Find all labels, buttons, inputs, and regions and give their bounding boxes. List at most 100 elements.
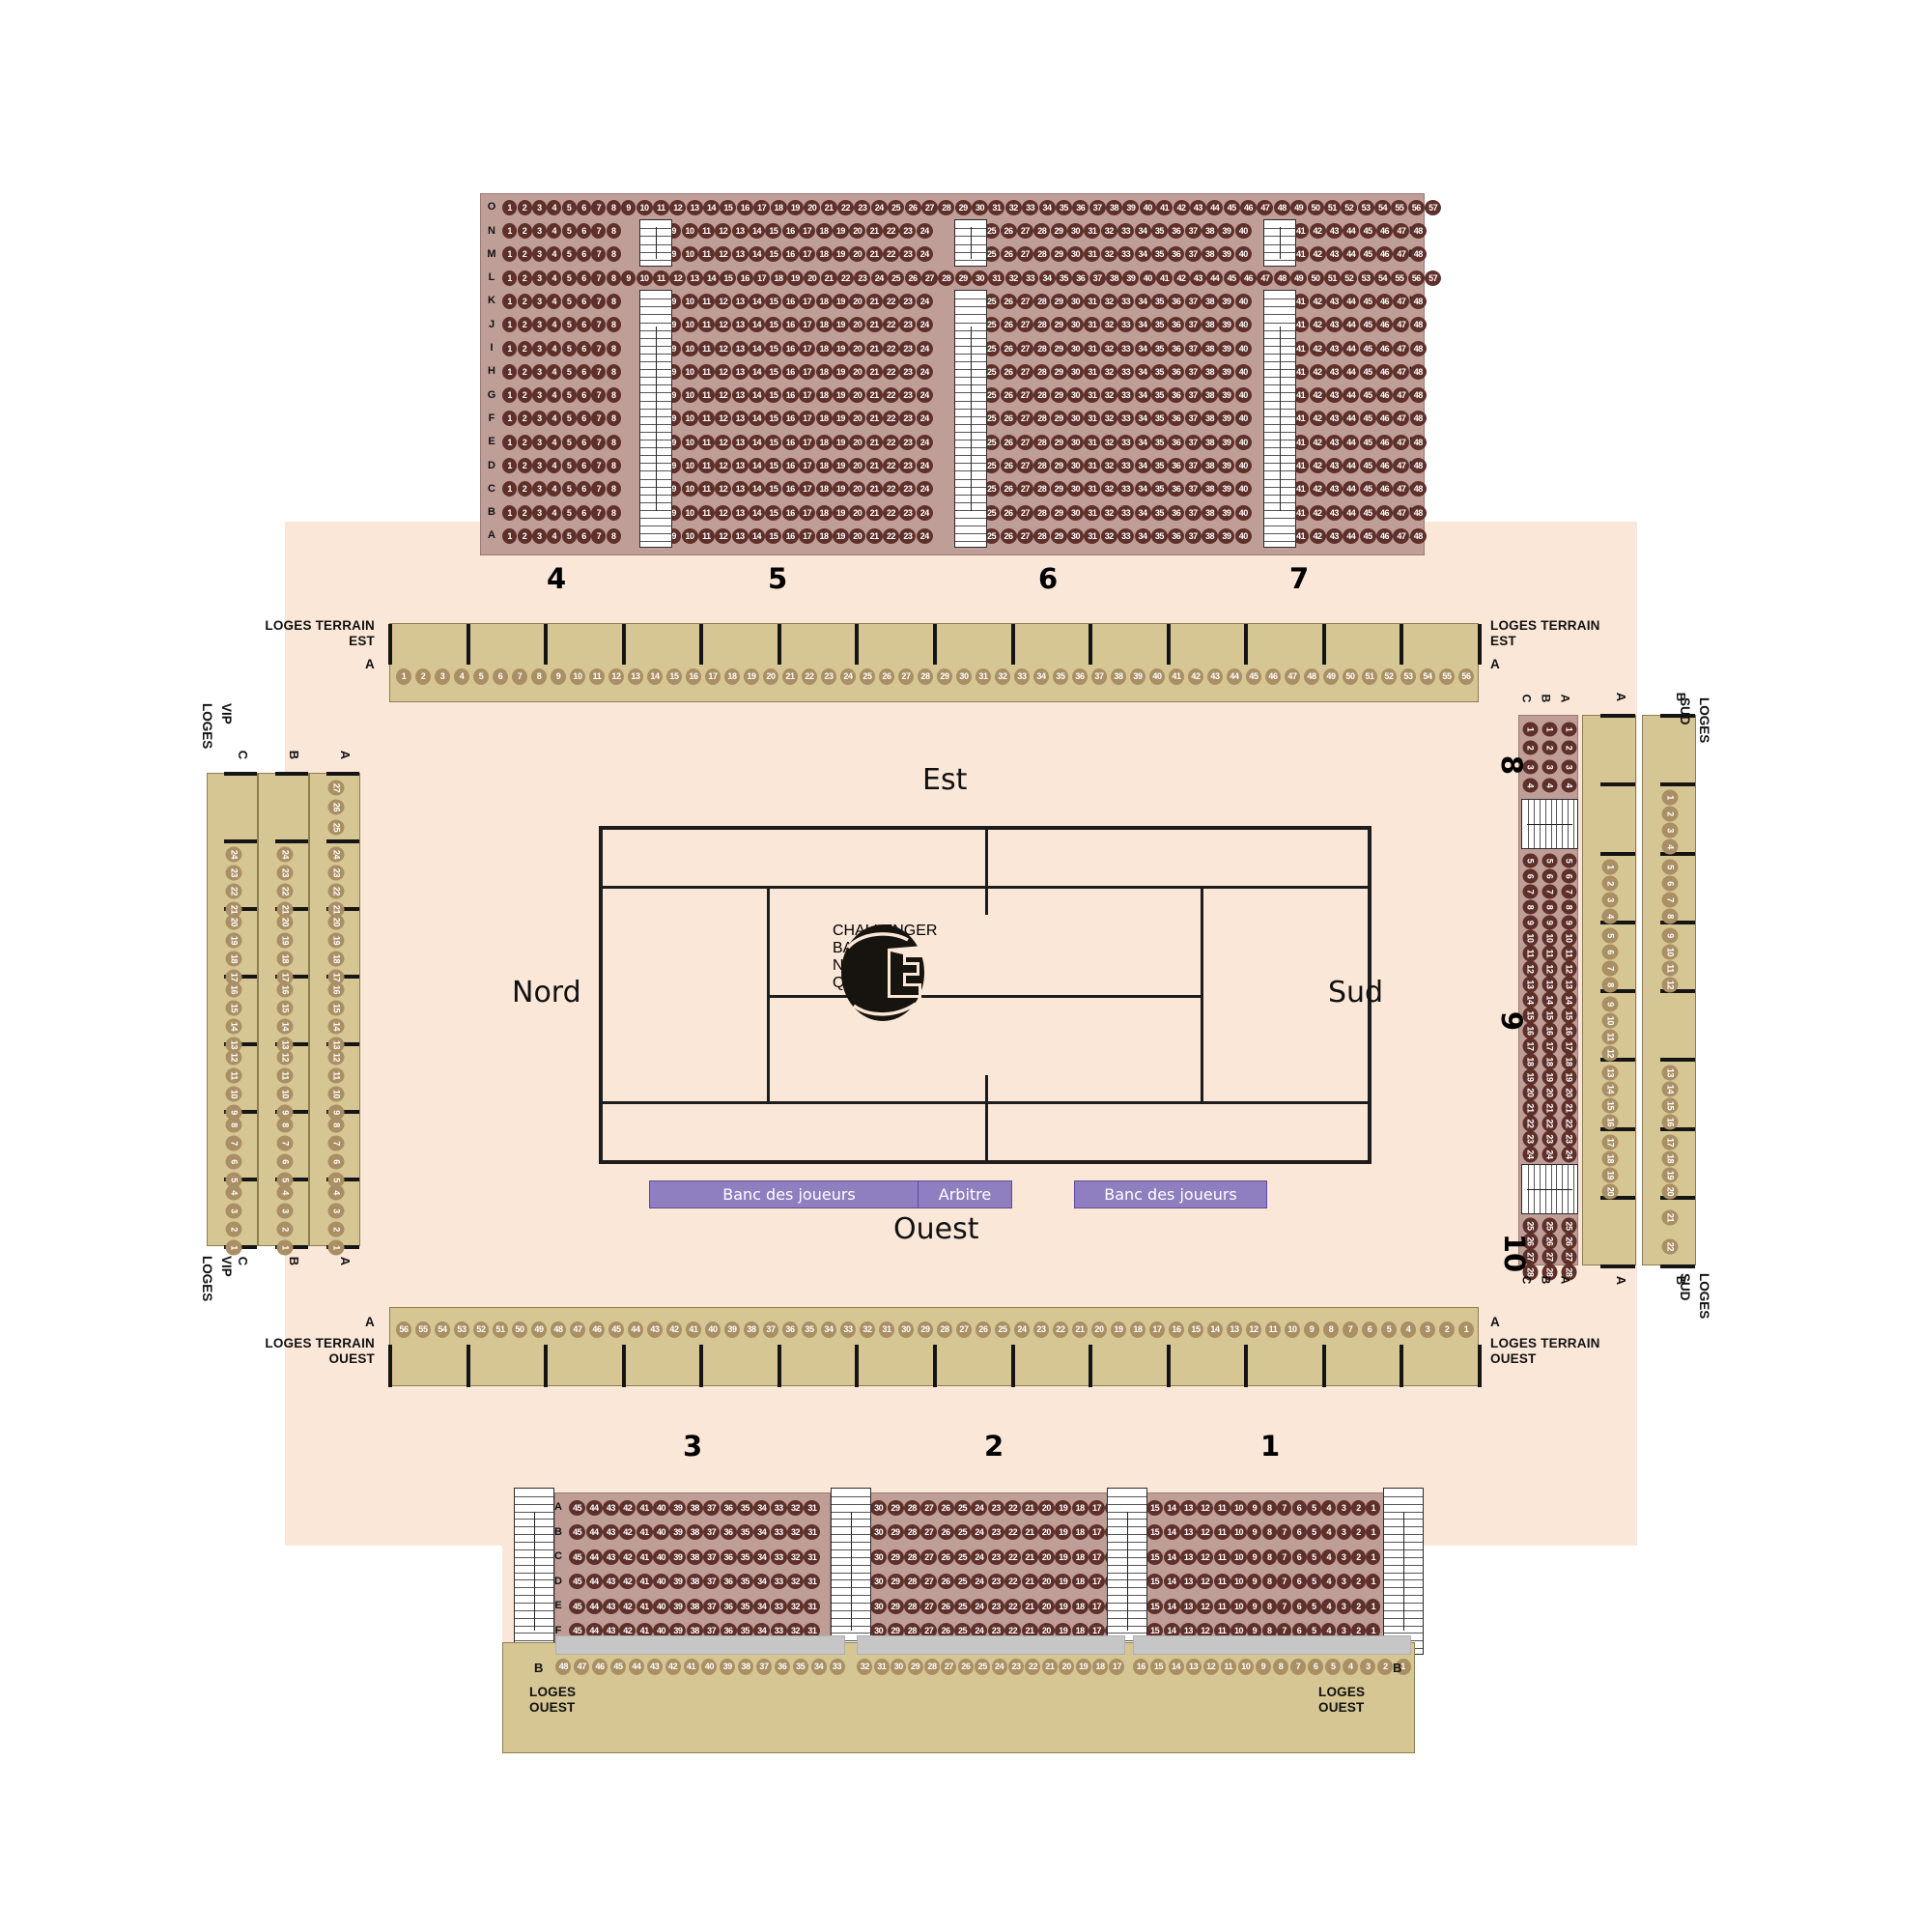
loge-seat[interactable]: 6 bbox=[1601, 944, 1619, 960]
loge-seat[interactable]: 34 bbox=[821, 1321, 836, 1338]
loge-seat[interactable]: 11 bbox=[225, 1067, 241, 1084]
loge-seat[interactable]: 11 bbox=[1601, 1029, 1619, 1045]
seat[interactable]: 21 bbox=[1021, 1548, 1038, 1565]
seat[interactable]: 36 bbox=[1168, 387, 1185, 404]
seat[interactable]: 3 bbox=[1336, 1524, 1351, 1541]
seat[interactable]: 32 bbox=[1100, 363, 1117, 380]
seat[interactable]: 29 bbox=[1050, 340, 1067, 356]
loge-seat[interactable]: 56 bbox=[396, 1321, 411, 1338]
seat[interactable]: 11 bbox=[652, 199, 669, 215]
seat[interactable]: 8 bbox=[1261, 1524, 1277, 1541]
seat[interactable]: 14 bbox=[749, 293, 766, 309]
loge-seat[interactable]: 42 bbox=[1188, 668, 1203, 685]
loge-seat[interactable]: 26 bbox=[957, 1659, 974, 1675]
loge-seat[interactable]: 13 bbox=[628, 668, 643, 685]
loge-seat[interactable]: 5 bbox=[276, 1172, 293, 1188]
seat[interactable]: 19 bbox=[1055, 1548, 1072, 1565]
seat[interactable]: 30 bbox=[870, 1548, 888, 1565]
loge-seat[interactable]: 35 bbox=[1053, 668, 1068, 685]
seat[interactable]: 39 bbox=[669, 1574, 687, 1590]
seat[interactable]: 7 bbox=[1277, 1598, 1292, 1614]
seat[interactable]: 40 bbox=[653, 1623, 670, 1639]
seat[interactable]: 3 bbox=[531, 246, 547, 263]
seat[interactable]: 20 bbox=[849, 293, 866, 309]
seat[interactable]: 38 bbox=[1202, 317, 1219, 333]
seat[interactable]: 22 bbox=[1004, 1548, 1022, 1565]
loge-seat[interactable]: 17 bbox=[225, 969, 241, 985]
seat[interactable]: 33 bbox=[1117, 481, 1135, 497]
seat[interactable]: 5 bbox=[561, 527, 577, 544]
seat[interactable]: 32 bbox=[1100, 223, 1117, 240]
seat[interactable]: 22 bbox=[1004, 1598, 1022, 1614]
loge-seat[interactable]: 39 bbox=[720, 1659, 736, 1675]
seat[interactable]: 30 bbox=[1067, 340, 1085, 356]
seat[interactable]: 11 bbox=[652, 270, 669, 286]
seat[interactable]: 1 bbox=[502, 340, 518, 356]
seat[interactable]: 22 bbox=[883, 317, 900, 333]
seat[interactable]: 19 bbox=[832, 363, 849, 380]
seat[interactable]: 7 bbox=[1277, 1548, 1292, 1565]
seat[interactable]: 20 bbox=[849, 458, 866, 474]
seat[interactable]: 24 bbox=[916, 363, 933, 380]
loge-seat[interactable]: 54 bbox=[435, 1321, 450, 1338]
seat[interactable]: 46 bbox=[1376, 504, 1394, 521]
seat[interactable]: 4 bbox=[547, 223, 562, 240]
seat[interactable]: 28 bbox=[1033, 293, 1051, 309]
seat[interactable]: 8 bbox=[606, 504, 621, 521]
loge-seat[interactable]: 15 bbox=[327, 1000, 344, 1016]
seat[interactable]: 37 bbox=[1089, 199, 1106, 215]
loge-seat[interactable]: 9 bbox=[1601, 996, 1619, 1012]
seat[interactable]: 22 bbox=[883, 363, 900, 380]
seat[interactable]: 9 bbox=[1541, 915, 1558, 930]
seat[interactable]: 32 bbox=[787, 1598, 805, 1614]
seat[interactable]: 39 bbox=[1218, 363, 1235, 380]
seat[interactable]: 17 bbox=[1541, 1037, 1558, 1055]
loge-seat[interactable]: 19 bbox=[276, 932, 293, 949]
seat[interactable]: 29 bbox=[887, 1524, 904, 1541]
loge-seat[interactable]: 45 bbox=[1246, 668, 1261, 685]
seat[interactable]: 3 bbox=[1561, 759, 1577, 775]
seat[interactable]: 47 bbox=[1393, 458, 1410, 474]
loge-seat[interactable]: 15 bbox=[276, 1000, 293, 1016]
seat[interactable]: 48 bbox=[1409, 317, 1427, 333]
seat[interactable]: 16 bbox=[781, 411, 799, 427]
loge-seat[interactable]: 9 bbox=[327, 1104, 344, 1121]
seat[interactable]: 48 bbox=[1409, 293, 1427, 309]
seat[interactable]: 12 bbox=[1197, 1524, 1214, 1541]
seat[interactable]: 18 bbox=[815, 223, 833, 240]
seat[interactable]: 30 bbox=[870, 1598, 888, 1614]
seat[interactable]: 57 bbox=[1425, 199, 1442, 215]
loge-seat[interactable]: 20 bbox=[763, 668, 778, 685]
seat[interactable]: 18 bbox=[815, 363, 833, 380]
seat[interactable]: 36 bbox=[1168, 527, 1185, 544]
loge-seat[interactable]: 45 bbox=[608, 1321, 624, 1338]
loge-seat[interactable]: 16 bbox=[686, 668, 701, 685]
seat[interactable]: 54 bbox=[1374, 199, 1392, 215]
loge-seat[interactable]: 29 bbox=[907, 1659, 923, 1675]
loge-seat[interactable]: 15 bbox=[1188, 1321, 1203, 1338]
loge-seat[interactable]: 40 bbox=[1149, 668, 1165, 685]
seat[interactable]: 16 bbox=[781, 387, 799, 404]
seat[interactable]: 31 bbox=[1084, 363, 1101, 380]
loge-seat[interactable]: 44 bbox=[628, 1321, 643, 1338]
seat[interactable]: 24 bbox=[870, 270, 888, 286]
seat[interactable]: 47 bbox=[1393, 481, 1410, 497]
seat[interactable]: 12 bbox=[1522, 960, 1539, 978]
seat[interactable]: 31 bbox=[804, 1598, 821, 1614]
seat[interactable]: 32 bbox=[1100, 527, 1117, 544]
seat[interactable]: 41 bbox=[1156, 199, 1174, 215]
seat[interactable]: 27 bbox=[1016, 527, 1033, 544]
loge-seat[interactable]: 3 bbox=[327, 1203, 344, 1219]
loge-seat[interactable]: 7 bbox=[327, 1135, 344, 1151]
seat[interactable]: 2 bbox=[517, 504, 532, 521]
seat[interactable]: 5 bbox=[561, 363, 577, 380]
loge-seat[interactable]: 36 bbox=[1072, 668, 1088, 685]
seat[interactable]: 29 bbox=[1050, 387, 1067, 404]
loge-seat[interactable]: 8 bbox=[1661, 908, 1679, 923]
seat[interactable]: 11 bbox=[697, 363, 715, 380]
loge-seat[interactable]: 47 bbox=[1285, 668, 1300, 685]
seat[interactable]: 45 bbox=[569, 1524, 586, 1541]
seat[interactable]: 32 bbox=[1100, 481, 1117, 497]
loge-seat[interactable]: 42 bbox=[666, 1321, 682, 1338]
seat[interactable]: 1 bbox=[502, 270, 518, 286]
